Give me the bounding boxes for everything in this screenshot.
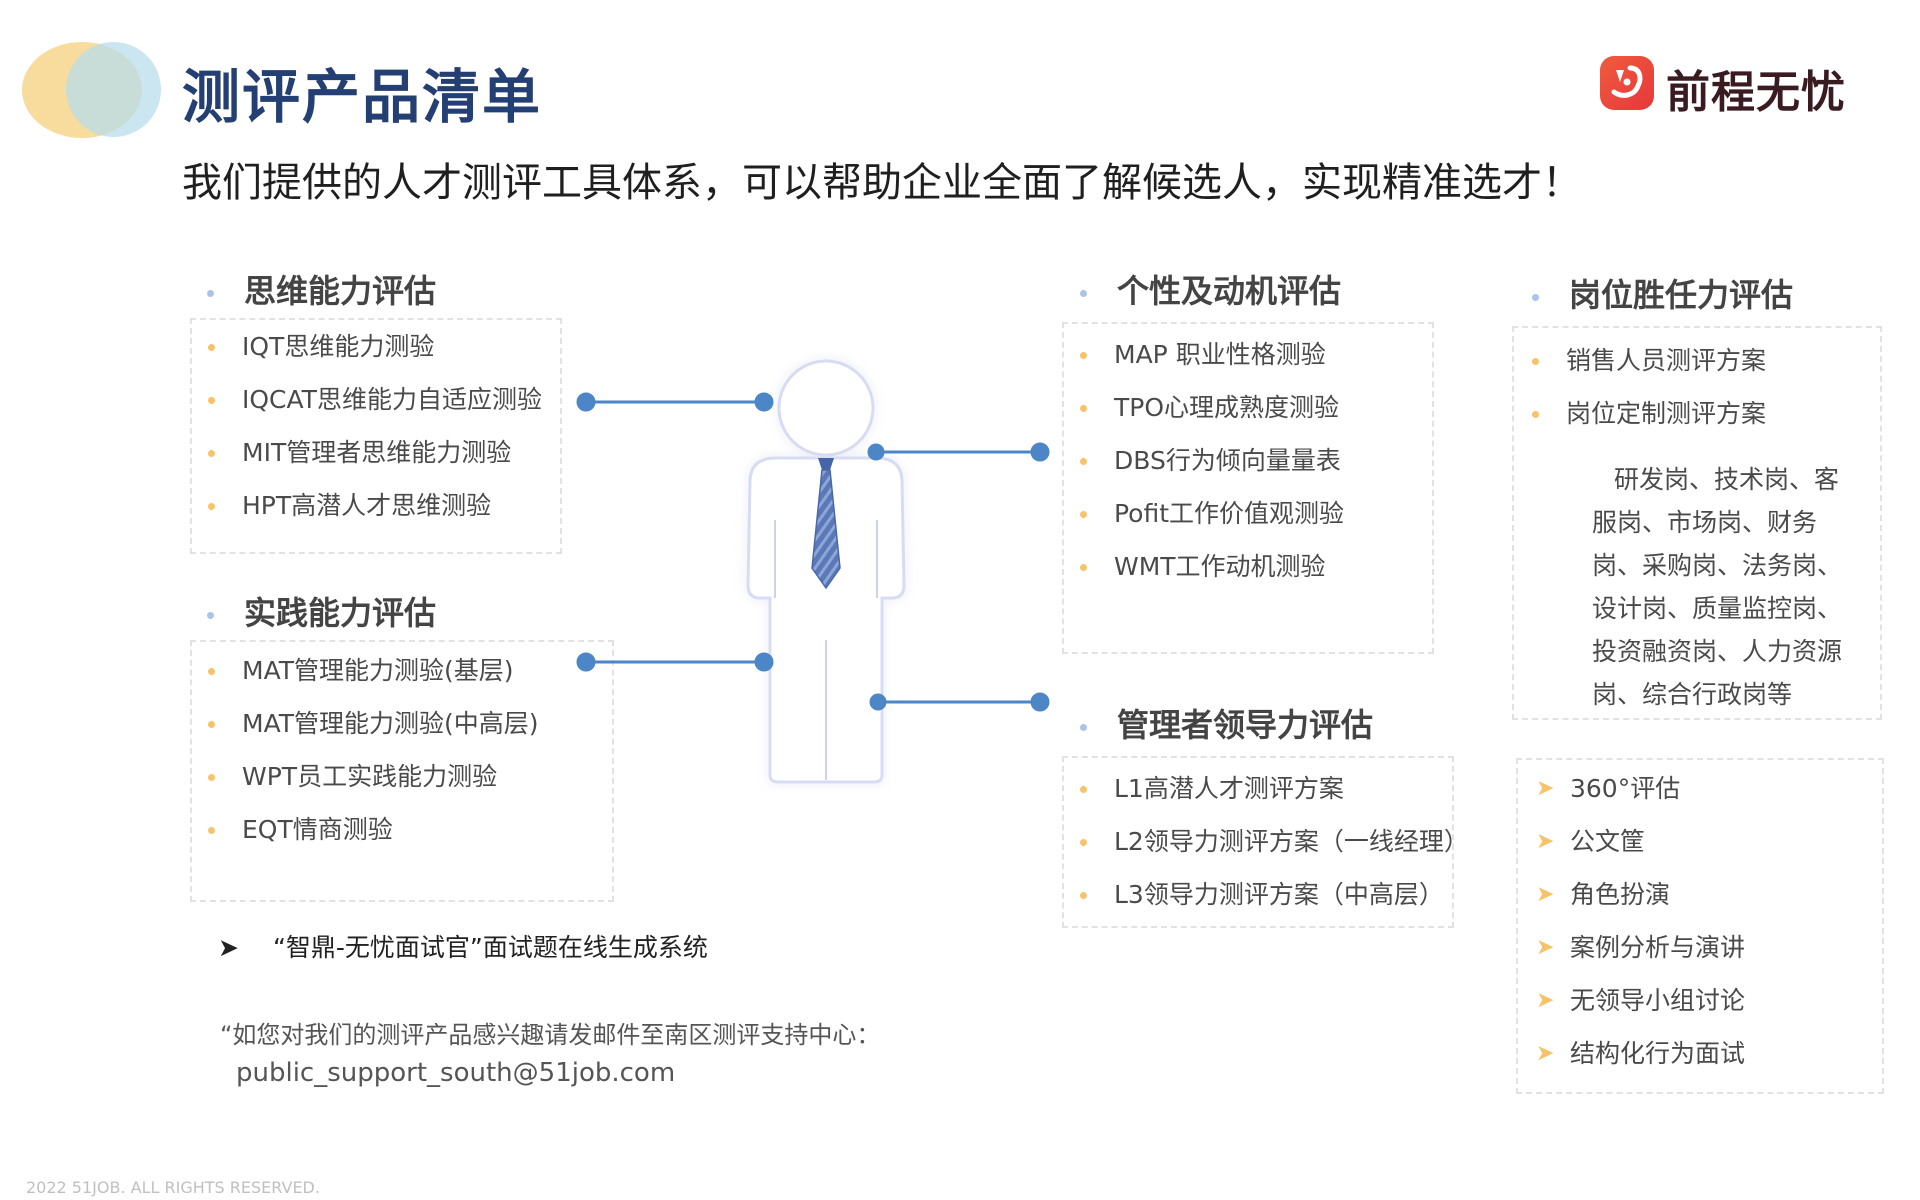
- decor-circle-blue: [66, 42, 161, 137]
- bullet-dot-icon: [207, 611, 214, 619]
- practice-section-title: 实践能力评估: [207, 588, 436, 634]
- bullet-dot-icon: [1532, 293, 1539, 301]
- leadership-list: L1高潜人才测评方案 L2领导力测评方案（一线经理） L3领导力测评方案（中高层…: [1080, 776, 1469, 908]
- list-item: IQCAT思维能力自适应测验: [208, 387, 542, 413]
- methods-box: [1516, 758, 1884, 1094]
- bullet-dot-icon: [1080, 289, 1087, 297]
- competency-roles-text: 研发岗、技术岗、客服岗、市场岗、财务岗、采购岗、法务岗、设计岗、质量监控岗、投资…: [1592, 465, 1843, 709]
- tie-icon: [811, 458, 841, 590]
- note-text: “智鼎-无忧面试官”面试题在线生成系统: [272, 933, 708, 962]
- list-item: 销售人员测评方案: [1532, 348, 1766, 374]
- list-item: WMT工作动机测验: [1080, 554, 1344, 580]
- list-item: EQT情商测验: [208, 817, 539, 843]
- list-item: 结构化行为面试: [1536, 1041, 1745, 1068]
- connector-lines: [576, 392, 1050, 712]
- personality-box: [1062, 322, 1434, 654]
- list-item: 岗位定制测评方案: [1532, 401, 1766, 427]
- list-item: HPT高潜人才思维测验: [208, 493, 542, 519]
- practice-box: [190, 640, 614, 902]
- arrow-right-icon: ➤: [218, 933, 239, 962]
- list-item: TPO心理成熟度测验: [1080, 395, 1344, 421]
- practice-list: MAT管理能力测验(基层) MAT管理能力测验(中高层) WPT员工实践能力测验…: [208, 658, 539, 843]
- list-item: MAT管理能力测验(基层): [208, 658, 539, 684]
- list-item: 角色扮演: [1536, 882, 1745, 909]
- copyright: 2022 51JOB. ALL RIGHTS RESERVED.: [26, 1178, 320, 1197]
- bullet-dot-icon: [1080, 723, 1087, 731]
- list-item: IQT思维能力测验: [208, 334, 542, 360]
- list-item: WPT员工实践能力测验: [208, 764, 539, 790]
- personality-list: MAP 职业性格测验 TPO心理成熟度测验 DBS行为倾向量量表 Pofit工作…: [1080, 342, 1344, 580]
- brand-logo-icon: [1600, 56, 1654, 110]
- page-subtitle: 我们提供的人才测评工具体系，可以帮助企业全面了解候选人，实现精准选才！: [182, 160, 1582, 206]
- leadership-section-title: 管理者领导力评估: [1080, 700, 1373, 746]
- competency-section-title: 岗位胜任力评估: [1532, 270, 1793, 316]
- person-icon: [746, 359, 906, 784]
- methods-list: 360°评估 公文筐 角色扮演 案例分析与演讲 无领导小组讨论 结构化行为面试: [1536, 776, 1745, 1068]
- thinking-list: IQT思维能力测验 IQCAT思维能力自适应测验 MIT管理者思维能力测验 HP…: [208, 334, 542, 519]
- list-item: L3领导力测评方案（中高层）: [1080, 882, 1469, 908]
- list-item: 公文筐: [1536, 829, 1745, 856]
- leadership-box: [1062, 756, 1454, 928]
- competency-box: [1512, 326, 1882, 720]
- contact-email: public_support_south@51job.com: [236, 1058, 676, 1088]
- brand-name: 前程无忧: [1666, 67, 1846, 118]
- bullet-dot-icon: [207, 289, 214, 297]
- list-item: DBS行为倾向量量表: [1080, 448, 1344, 474]
- list-item: Pofit工作价值观测验: [1080, 501, 1344, 527]
- interview-system-note: ➤ “智鼎-无忧面试官”面试题在线生成系统: [218, 928, 708, 964]
- list-item: L1高潜人才测评方案: [1080, 776, 1469, 802]
- thinking-box: [190, 318, 562, 554]
- list-item: L2领导力测评方案（一线经理）: [1080, 829, 1469, 855]
- list-item: 360°评估: [1536, 776, 1745, 803]
- list-item: 案例分析与演讲: [1536, 935, 1745, 962]
- contact-text: “如您对我们的测评产品感兴趣请发邮件至南区测评支持中心：: [220, 1021, 881, 1049]
- personality-section-title: 个性及动机评估: [1080, 266, 1341, 312]
- list-item: 无领导小组讨论: [1536, 988, 1745, 1015]
- list-item: MAT管理能力测验(中高层): [208, 711, 539, 737]
- list-item: MIT管理者思维能力测验: [208, 440, 542, 466]
- thinking-section-title: 思维能力评估: [207, 266, 436, 312]
- competency-list: 销售人员测评方案 岗位定制测评方案: [1532, 348, 1766, 427]
- list-item: MAP 职业性格测验: [1080, 342, 1344, 368]
- page-title: 测评产品清单: [182, 63, 543, 131]
